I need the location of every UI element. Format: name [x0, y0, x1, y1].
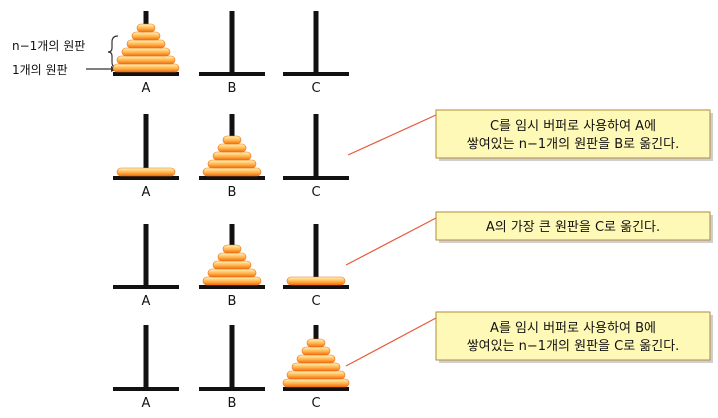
- peg-label-b: B: [228, 185, 237, 200]
- bottom-disk-annotation: 1개의 원판: [12, 63, 68, 77]
- disk: [131, 31, 161, 41]
- peg-rod: [229, 11, 235, 74]
- peg-label-a: A: [142, 294, 151, 309]
- peg-label-b: B: [228, 396, 237, 411]
- peg-rod: [313, 224, 319, 287]
- peg-label-c: C: [311, 396, 320, 411]
- note-text-line: C를 임시 버퍼로 사용하여 A에: [490, 119, 656, 134]
- callout-line: [347, 114, 437, 156]
- note-text-line: 쌓여있는 n−1개의 원판을 C로 옮긴다.: [467, 339, 680, 354]
- peg-base: [283, 387, 349, 391]
- big-disk: [282, 378, 350, 388]
- peg-rod: [143, 224, 149, 287]
- peg-a: A: [113, 114, 179, 200]
- peg-base: [113, 387, 179, 391]
- note-text-line: A를 임시 버퍼로 사용하여 B에: [490, 321, 656, 336]
- peg-label-c: C: [311, 185, 320, 200]
- peg-rod: [313, 114, 319, 178]
- disk: [116, 55, 176, 65]
- big-disk: [286, 276, 346, 286]
- disk: [212, 260, 252, 270]
- peg-b: B: [199, 114, 265, 200]
- disk: [136, 23, 156, 33]
- peg-label-b: B: [228, 294, 237, 309]
- note-box: [435, 109, 711, 159]
- peg-base: [283, 176, 349, 180]
- callout-line: [345, 217, 437, 266]
- peg-base: [283, 72, 349, 76]
- disk: [212, 151, 252, 161]
- peg-base: [113, 72, 179, 76]
- peg-label-c: C: [311, 81, 320, 96]
- disk: [217, 143, 247, 153]
- step-1: A B C: [112, 11, 349, 96]
- disk: [207, 268, 257, 278]
- disk: [301, 346, 331, 356]
- peg-c: C: [283, 11, 349, 96]
- peg-a: A: [113, 224, 179, 309]
- peg-rod: [313, 11, 319, 74]
- disk: [291, 362, 341, 372]
- peg-label-b: B: [228, 81, 237, 96]
- disk: [121, 47, 171, 57]
- disk: [207, 159, 257, 169]
- peg-c: C: [283, 114, 349, 200]
- peg-base: [199, 285, 265, 289]
- peg-c: C: [283, 224, 349, 309]
- big-disk: [116, 167, 176, 177]
- peg-label-a: A: [142, 185, 151, 200]
- stack-brace: [107, 35, 119, 69]
- note-text-line: 쌓여있는 n−1개의 원판을 B로 옮긴다.: [467, 137, 679, 152]
- note-box: [435, 311, 711, 361]
- note-box: [435, 211, 711, 241]
- peg-b: B: [199, 11, 265, 96]
- disk: [306, 338, 326, 348]
- disk: [217, 252, 247, 262]
- peg-base: [113, 285, 179, 289]
- peg-base: [113, 176, 179, 180]
- big-disk: [112, 63, 180, 73]
- peg-label-a: A: [142, 81, 151, 96]
- peg-c: C: [282, 325, 350, 411]
- top-stack-annotation: n−1개의 원판: [12, 39, 85, 53]
- peg-b: B: [199, 325, 265, 411]
- step-3: A B C A의 가장 큰 원판을 C로 옮긴다.: [113, 211, 713, 309]
- peg-rod: [229, 325, 235, 389]
- peg-base: [199, 387, 265, 391]
- note-text-line: A의 가장 큰 원판을 C로 옮긴다.: [486, 220, 660, 235]
- peg-a: A: [113, 325, 179, 411]
- peg-base: [199, 72, 265, 76]
- disk: [222, 244, 242, 254]
- disk: [222, 135, 242, 145]
- disk: [126, 39, 166, 49]
- peg-base: [283, 285, 349, 289]
- disk: [202, 167, 262, 177]
- peg-label-c: C: [311, 294, 320, 309]
- peg-rod: [143, 325, 149, 389]
- peg-base: [199, 176, 265, 180]
- peg-rod: [143, 114, 149, 178]
- callout-line: [345, 317, 437, 367]
- peg-label-a: A: [142, 396, 151, 411]
- peg-b: B: [199, 224, 265, 309]
- peg-a: A: [112, 11, 180, 96]
- disk: [286, 370, 346, 380]
- disk: [202, 276, 262, 286]
- disk: [296, 354, 336, 364]
